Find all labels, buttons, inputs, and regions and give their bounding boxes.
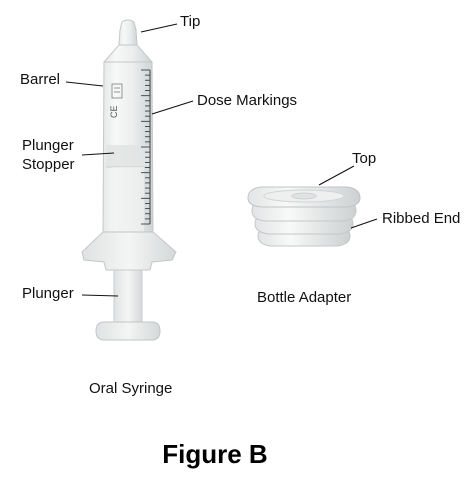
leader-lines [65, 23, 378, 297]
tip-leader [140, 23, 178, 33]
syringe-shoulder [102, 44, 154, 63]
syringe-flange [81, 231, 177, 271]
svg-text:CE: CE [109, 105, 119, 118]
plunger-stopper-label-line2: Stopper [22, 156, 75, 173]
barrel-print: CE [109, 83, 123, 118]
barrel-label: Barrel [20, 71, 61, 88]
top-label: Top [352, 150, 377, 167]
plunger-stopper [106, 145, 150, 167]
figure-title: Figure B [162, 439, 268, 469]
syringe-tip [118, 19, 138, 46]
barrel-leader [65, 81, 104, 87]
plunger-stopper-label-line1: Plunger [22, 137, 74, 154]
top-leader [318, 165, 355, 186]
plunger-thumb-press [95, 321, 161, 341]
bottle-adapter [247, 186, 361, 247]
plunger-label: Plunger [22, 285, 74, 302]
plunger-stopper-leader [81, 152, 115, 156]
plunger-rod-inner [112, 167, 144, 237]
plunger-leader [81, 294, 119, 297]
dose-markings-leader [151, 100, 194, 115]
oral-syringe-caption: Oral Syringe [89, 380, 173, 397]
oral-syringe: CE [81, 19, 177, 341]
dose-marking-ticks [141, 69, 151, 225]
ribbed-end-leader [350, 218, 378, 229]
plunger-rod [113, 269, 143, 323]
bottle-adapter-caption: Bottle Adapter [257, 289, 352, 306]
tip-label: Tip [180, 13, 201, 30]
ribbed-end-label: Ribbed End [382, 210, 461, 227]
dose-markings-label: Dose Markings [197, 92, 298, 109]
